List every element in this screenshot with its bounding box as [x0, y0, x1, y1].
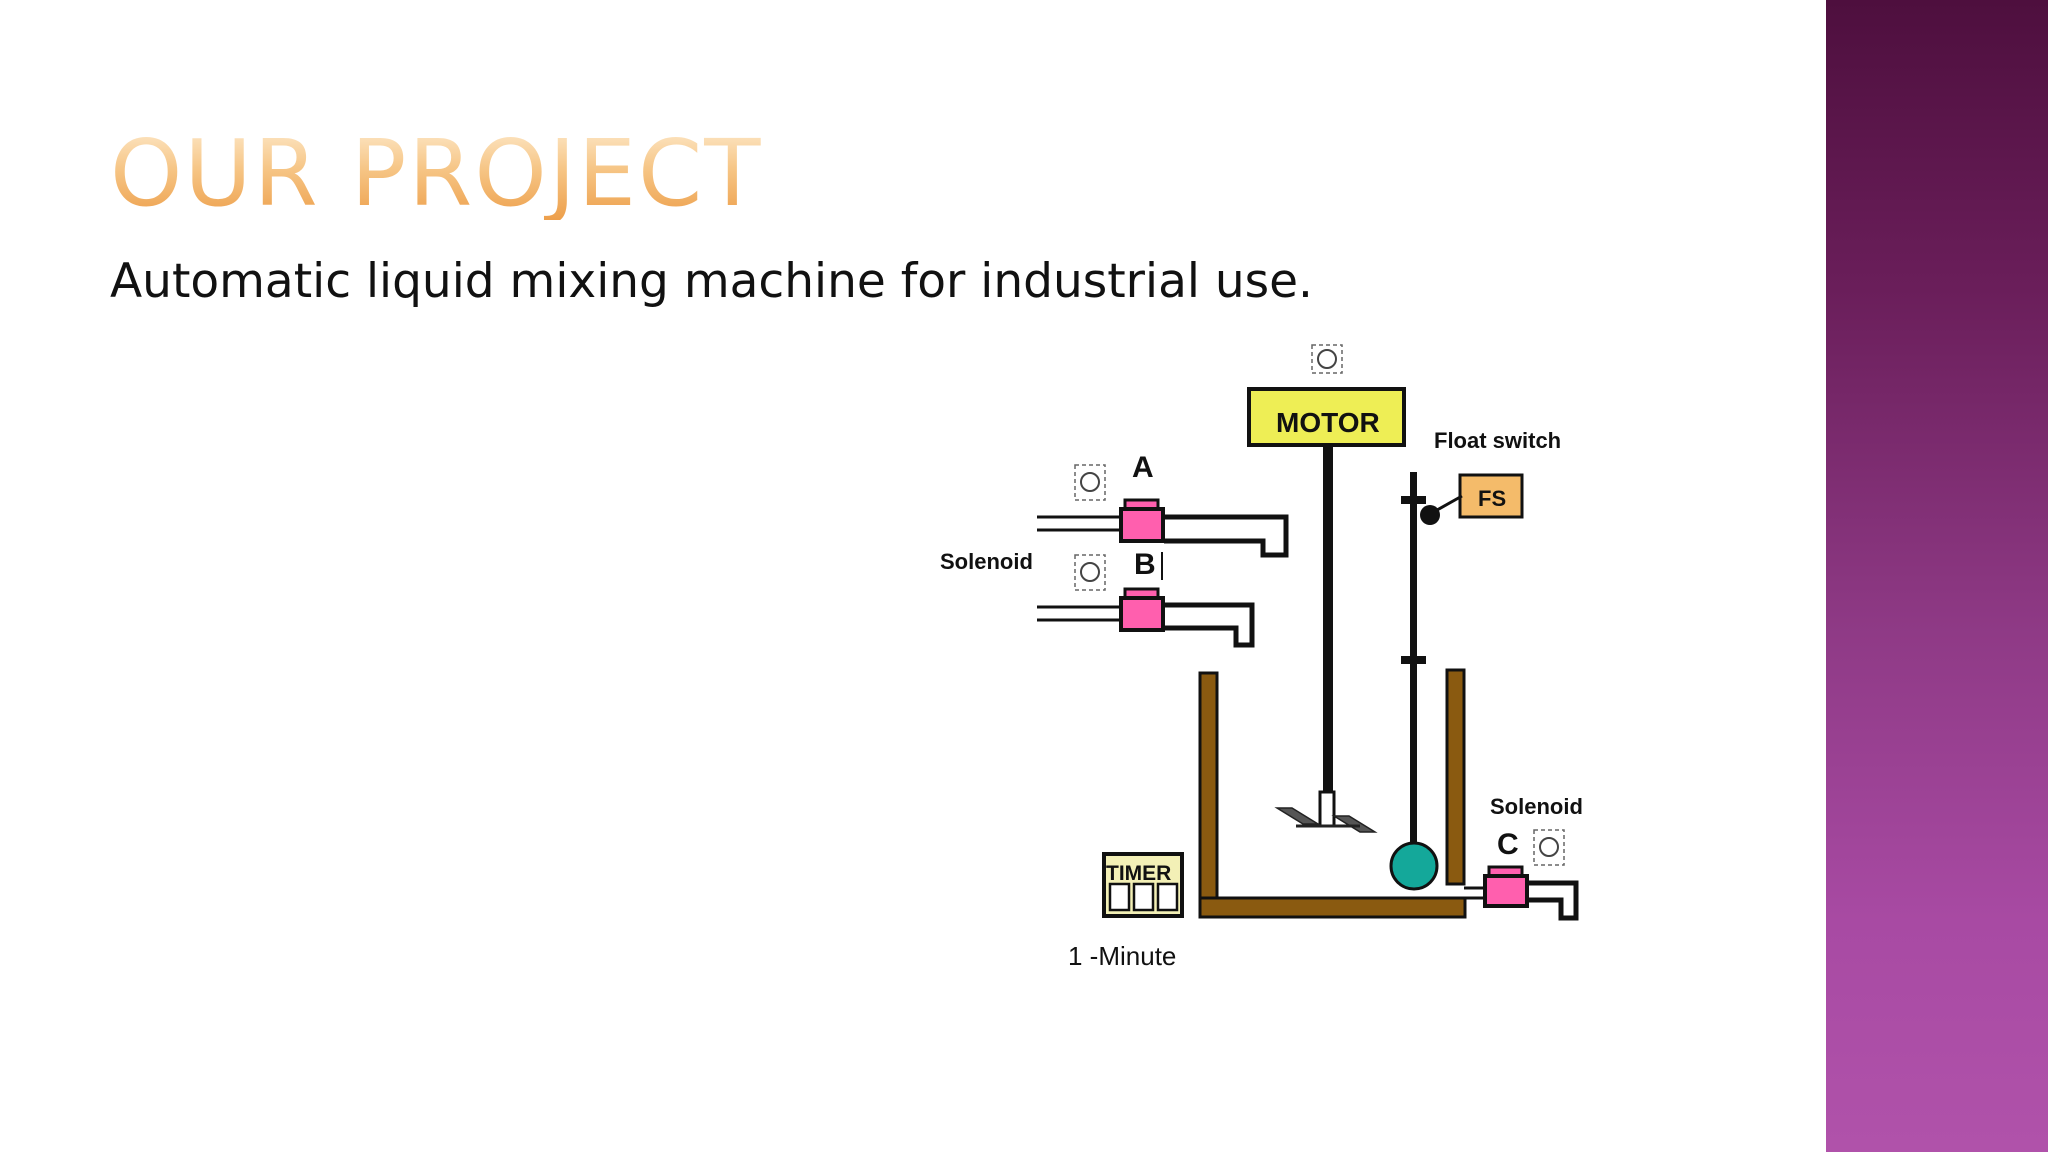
solenoid-valve-c: [1483, 865, 1529, 908]
solenoid-right-label: Solenoid: [1490, 794, 1583, 819]
timer-duration-label: 1 -Minute: [1068, 941, 1176, 971]
timer-box: [1102, 852, 1184, 918]
float-pivot: [1420, 505, 1440, 525]
timer-label: TIMER: [1106, 862, 1171, 885]
indicator-lamp-c-icon: [1533, 829, 1565, 866]
indicator-lamp-b-icon: [1074, 554, 1106, 591]
valve-c-label: C: [1497, 828, 1519, 861]
float-switch-label: Float switch: [1434, 428, 1561, 453]
inlet-pipe-b: [1037, 602, 1255, 648]
shaft-coupling: [1318, 790, 1336, 828]
agitator-blades: [1274, 807, 1378, 833]
indicator-lamp-motor-icon: [1311, 344, 1343, 374]
motor-box: [1247, 387, 1406, 447]
solenoid-valve-b: [1119, 587, 1165, 632]
indicator-lamp-a-icon: [1074, 464, 1106, 501]
motor-label: MOTOR: [1276, 407, 1380, 438]
float-ball: [1389, 841, 1439, 891]
outlet-pipe-c: [1464, 880, 1579, 921]
decorative-side-band: [1826, 0, 2048, 1152]
motor-shaft: [1323, 445, 1333, 795]
mixing-tank: [1198, 668, 1467, 919]
float-rod-stop-top: [1401, 496, 1426, 504]
inlet-pipe-a: [1037, 514, 1289, 558]
solenoid-left-label: Solenoid: [940, 549, 1033, 574]
slide-title: OUR PROJECT: [110, 120, 763, 227]
solenoid-valve-a: [1119, 498, 1165, 543]
float-rod: [1410, 472, 1417, 862]
valve-b-label: B: [1134, 548, 1156, 581]
valve-a-label: A: [1132, 451, 1154, 484]
slide-subtitle: Automatic liquid mixing machine for indu…: [110, 254, 1313, 309]
float-rod-stop-bottom: [1401, 656, 1426, 664]
fs-label: FS: [1478, 486, 1506, 511]
